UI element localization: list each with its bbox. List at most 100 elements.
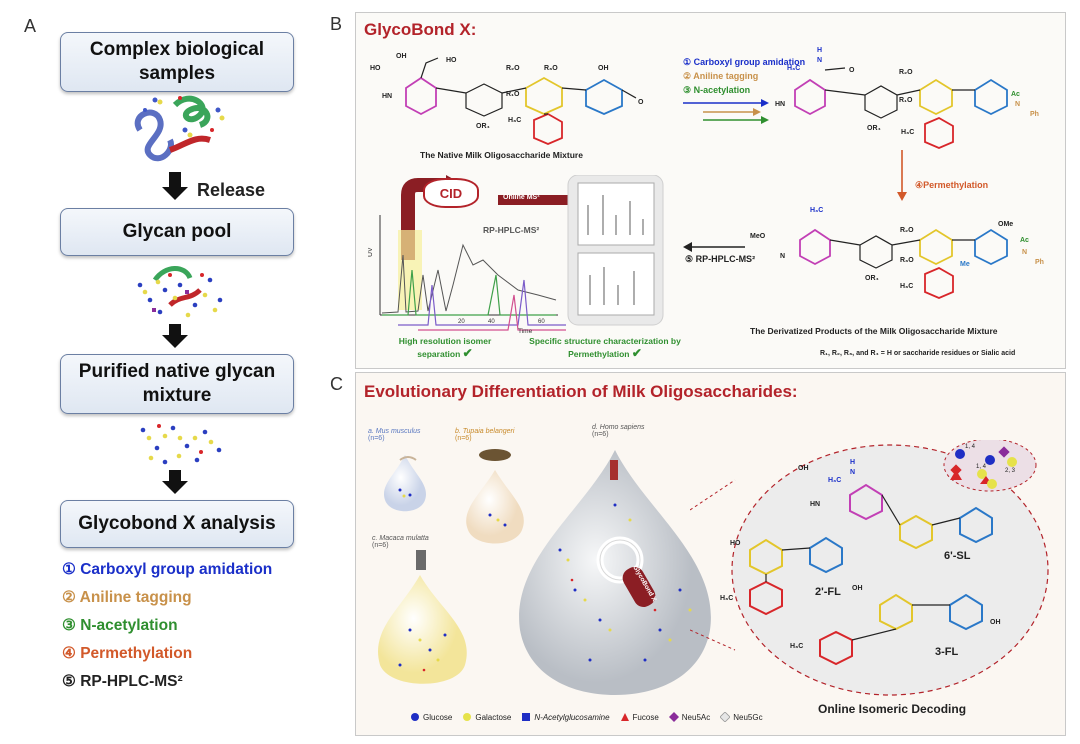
amide-or4-label: OR₄ — [867, 125, 881, 132]
native-r1o-label: R₁O — [506, 91, 520, 98]
flow-box-glycobond-analysis: Glycobond X analysis — [60, 500, 294, 548]
time-axis-label: Time — [518, 328, 533, 335]
legend-galactose: Galactose — [462, 712, 511, 722]
perme-me-label: Me — [960, 261, 970, 268]
glucose-circle-icon — [411, 713, 419, 721]
species-label-mus: a. Mus musculus (n=6) — [368, 428, 421, 442]
panel-label-b: B — [330, 14, 343, 34]
structure-label-3fl: 3-FL — [935, 646, 959, 658]
native-caption: The Native Milk Oligosaccharide Mixture — [420, 150, 583, 160]
amide-ph-label: Ph — [1030, 111, 1039, 118]
legend-fucose: Fucose — [620, 712, 659, 722]
arrow-down-analysis — [162, 470, 188, 494]
native-r3o-label: R₃O — [544, 65, 558, 72]
r-group-note: R₁, R₂, R₃, and R₄ = H or saccharide res… — [820, 350, 1016, 357]
species-droplets — [378, 449, 711, 695]
flow-box-glycobond-analysis-label: Glycobond X analysis — [78, 513, 276, 535]
reaction-step-acetylation: ③ N-acetylation — [683, 85, 751, 95]
species-name-tupaia: b. Tupaia belangeri — [455, 428, 515, 435]
species-n-tupaia: (n=6) — [455, 435, 472, 442]
permethylation-label: ④Permethylation — [915, 180, 989, 190]
legend-neu5ac: Neu5Ac — [668, 712, 711, 722]
step-permethylation: ④ Permethylation — [62, 645, 193, 662]
legend-glucose: Glucose — [410, 712, 452, 722]
linkage-label-1: 1, 4 — [965, 444, 976, 450]
legend-galactose-label: Galactose — [475, 712, 512, 722]
step-rp-hplc-ms: ⑤ RP-HPLC-MS² — [62, 673, 183, 690]
hplc-label: RP-HPLC-MS² — [483, 225, 540, 235]
tick-20: 20 — [458, 319, 465, 325]
sl-hn-label: HN — [810, 501, 820, 508]
structure-label-6sl: 6'-SL — [944, 550, 971, 562]
legend-neu5gc: Neu5Gc — [720, 712, 763, 722]
flow-box-glycan-pool-label: Glycan pool — [122, 221, 232, 243]
species-name-macaca: c. Macaca mulatta — [372, 535, 429, 542]
fl3-glc-oh-label: OH — [990, 619, 1001, 626]
amide-r2o-label: R₂O — [899, 69, 913, 76]
native-oh-label: OH — [396, 53, 407, 60]
linkage-label-3: 1, 4 — [976, 464, 987, 470]
release-label: Release — [197, 180, 266, 200]
neu5gc-diamond-icon — [720, 712, 731, 722]
legend-neu5ac-label: Neu5Ac — [681, 712, 711, 722]
panel-c-title: Evolutionary Differentiation of Milk Oli… — [364, 382, 798, 401]
perme-fuc-h3c-label: H₃C — [900, 283, 913, 290]
derivatized-caption: The Derivatized Products of the Milk Oli… — [750, 326, 998, 336]
step5-label: ⑤ RP-HPLC-MS² — [685, 254, 756, 264]
uv-axis-label: UV — [368, 247, 374, 257]
legend-glucose-label: Glucose — [423, 712, 453, 722]
species-name-homo: d. Homo sapiens — [592, 424, 645, 431]
permethylation-arrow — [897, 150, 907, 201]
amide-h-label: H — [817, 47, 822, 54]
perme-n-label: N — [780, 253, 785, 260]
species-n-mus: (n=6) — [368, 435, 385, 442]
native-hn-label: HN — [382, 93, 392, 100]
galactose-circle-icon — [463, 713, 472, 721]
flow-box-purified-label: Purified native glycan mixture — [78, 361, 276, 406]
panel-label-c: C — [330, 374, 343, 394]
flow-box-samples-label: Complex biological samples — [89, 39, 265, 84]
native-r2o-label: R₂O — [506, 65, 520, 72]
perme-ac-label: Ac — [1020, 237, 1029, 244]
amide-r1o-label: R₁O — [899, 97, 913, 104]
species-label-macaca: c. Macaca mulatta (n=6) — [372, 535, 429, 549]
amide-n-label: N — [817, 57, 822, 64]
step5-arrow — [683, 242, 745, 252]
fl2-ho-label: HO — [730, 540, 741, 547]
perme-or4-label: OR₄ — [865, 275, 879, 282]
fl3-oh-label: OH — [852, 585, 863, 592]
perme-meo-label: MeO — [750, 233, 766, 240]
reaction-step-aniline: ② Aniline tagging — [683, 71, 759, 81]
online-ms-label: Online MS² — [503, 194, 540, 201]
step-aniline-tagging: ② Aniline tagging — [62, 589, 192, 606]
native-glc-oh-label: OH — [598, 65, 609, 72]
tick-40: 40 — [488, 319, 495, 325]
structure-label-2fl: 2'-FL — [815, 586, 841, 598]
perme-r3o-label: R₃O — [900, 257, 914, 264]
arrow-down-release — [162, 172, 188, 200]
amide-ac-label: Ac — [1011, 91, 1020, 98]
neu5ac-diamond-icon — [668, 712, 679, 722]
perme-ome-label: OMe — [998, 221, 1013, 228]
native-ho-label: HO — [370, 65, 381, 72]
native-o-label: O — [638, 99, 644, 106]
panel-label-a: A — [24, 16, 37, 36]
workflow-step-list: ① Carboxyl group amidation ② Aniline tag… — [62, 556, 272, 696]
amide-fuc-h3c-label: H₃C — [901, 129, 914, 136]
permethylated-structure: MeO H₃C N OR₄ R₂O R₃O OMe Ac N Ph Me H₃C — [750, 207, 1044, 299]
amide-o-label: O — [849, 67, 855, 74]
fl2-h3c-label: H₃C — [720, 595, 733, 602]
arrow-down-purify — [162, 324, 188, 348]
amide-hn-label: HN — [775, 101, 785, 108]
fucose-triangle-icon — [620, 713, 629, 721]
protein-illustration — [134, 95, 225, 162]
reaction-step-amidation: ① Carboxyl group amidation — [683, 57, 806, 67]
species-n-macaca: (n=6) — [372, 542, 389, 549]
native-cooh-label: HO — [446, 57, 457, 64]
perme-ph-label: Ph — [1035, 259, 1044, 266]
legend-neu5gc-label: Neu5Gc — [733, 712, 763, 722]
legend-fucose-label: Fucose — [632, 712, 659, 722]
species-label-homo: d. Homo sapiens (n=6) — [592, 424, 645, 438]
reaction-arrows — [683, 99, 769, 124]
structure-characterization-text: Specific structure characterization by P… — [529, 336, 681, 359]
